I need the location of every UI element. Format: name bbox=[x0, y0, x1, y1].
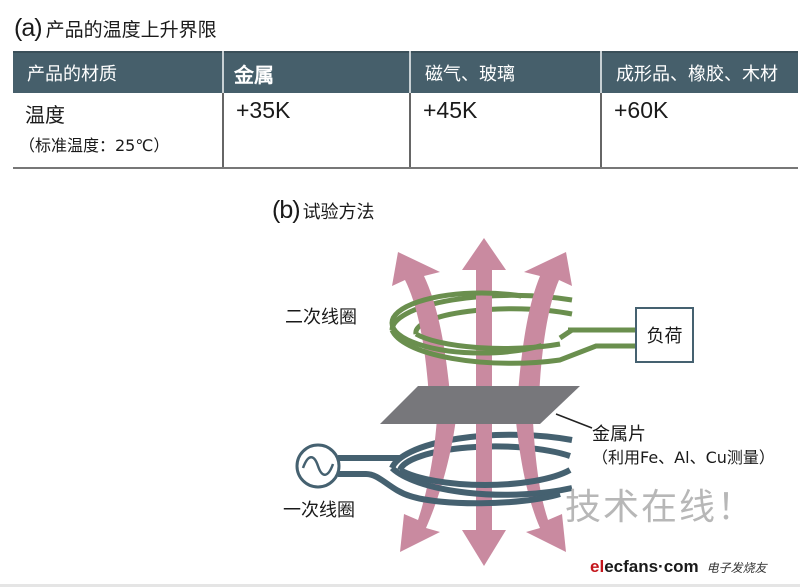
table-header-row: 产品的材质 金属 磁气、玻璃 成形品、橡胶、木材 bbox=[13, 51, 798, 93]
flux-arrow-down-right bbox=[514, 400, 566, 552]
header-magnetic-glass: 磁气、玻璃 bbox=[410, 51, 602, 93]
primary-coil-back bbox=[389, 431, 573, 472]
brand-logo: el ecfans·com 电子发烧友 bbox=[590, 557, 767, 577]
brand-text-cn: 电子发烧友 bbox=[706, 561, 767, 575]
metal-plate-note: （利用Fe、Al、Cu测量） bbox=[592, 448, 775, 467]
section-a-title: (a) 产品的温度上升界限 bbox=[14, 14, 217, 43]
flux-arrow-up-right bbox=[516, 252, 572, 420]
metal-plate bbox=[380, 386, 580, 424]
section-a-letter: (a) bbox=[14, 14, 43, 42]
header-metal: 金属 bbox=[223, 51, 411, 93]
section-b-title-text: 试验方法 bbox=[302, 202, 375, 223]
section-a-title-text: 产品的温度上升界限 bbox=[45, 19, 217, 41]
bottom-divider bbox=[0, 584, 800, 587]
section-b-title: (b) 试验方法 bbox=[272, 196, 375, 225]
brand-text-red: el bbox=[590, 557, 605, 576]
table-row: 温度 （标准温度：25℃） +35K +45K +60K bbox=[13, 93, 798, 169]
watermark-text: 技术在线！ bbox=[565, 487, 756, 528]
secondary-coil-label: 二次线圈 bbox=[285, 307, 357, 328]
metal-plate-label: 金属片 bbox=[592, 424, 646, 445]
header-material: 产品的材质 bbox=[13, 51, 224, 93]
row-label-cell: 温度 （标准温度：25℃） bbox=[13, 93, 224, 169]
header-molded-rubber-wood: 成形品、橡胶、木材 bbox=[601, 51, 798, 93]
temperature-limits-table: 产品的材质 金属 磁气、玻璃 成形品、橡胶、木材 温度 （标准温度：25℃） +… bbox=[13, 51, 798, 169]
flux-arrow-down-left bbox=[400, 400, 458, 552]
brand-text-black: ecfans·com bbox=[604, 557, 699, 576]
load-label: 负荷 bbox=[646, 326, 683, 347]
load-box: 负荷 bbox=[635, 307, 694, 363]
row-label: 温度 bbox=[25, 103, 65, 127]
value-molded-rubber-wood: +60K bbox=[601, 93, 798, 169]
value-metal: +35K bbox=[223, 93, 411, 169]
value-magnetic-glass: +45K bbox=[410, 93, 602, 169]
metal-plate-leader bbox=[555, 413, 593, 429]
primary-coil-front bbox=[338, 455, 573, 507]
primary-coil-label: 一次线圈 bbox=[283, 500, 355, 521]
section-b-letter: (b) bbox=[272, 196, 301, 224]
flux-arrow-up-center bbox=[462, 238, 506, 420]
row-sublabel: （标准温度：25℃） bbox=[19, 136, 170, 155]
secondary-coil-front bbox=[389, 290, 638, 366]
ac-source-icon bbox=[295, 443, 341, 489]
